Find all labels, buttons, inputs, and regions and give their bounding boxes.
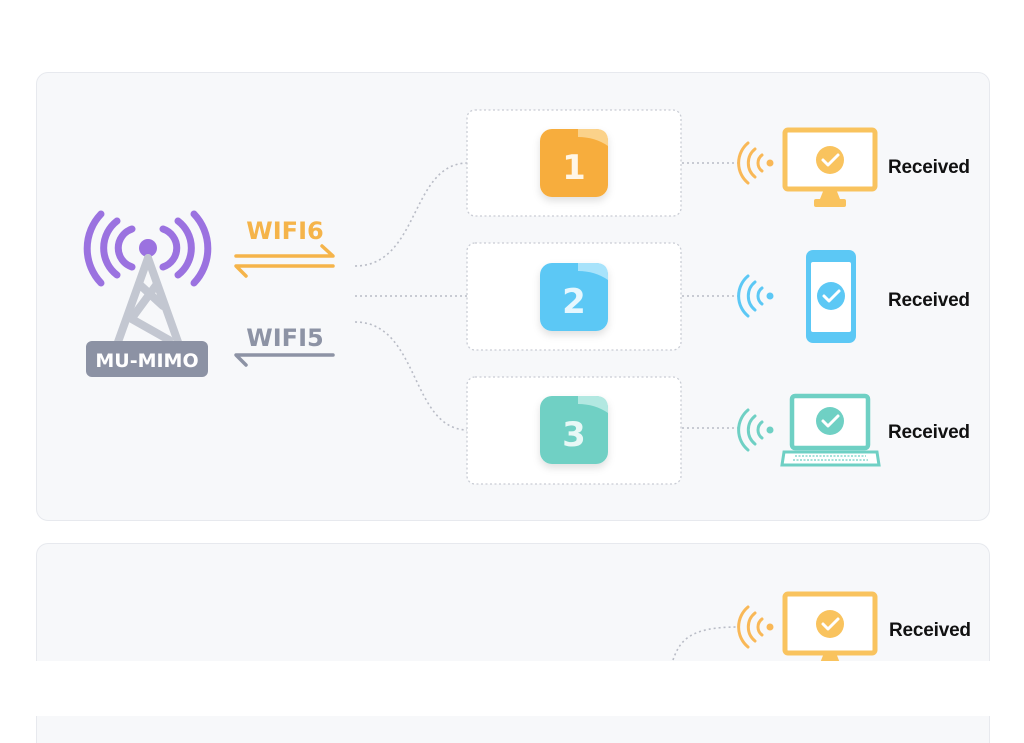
packet-2-number: 2 xyxy=(562,282,586,322)
monitor-icon-2 xyxy=(782,591,878,663)
wifi6-label: WIFI6 xyxy=(246,217,323,245)
wifi5-label: WIFI5 xyxy=(246,324,323,352)
packet-2-icon xyxy=(540,263,608,331)
second-panel-device-status: Received xyxy=(889,620,971,641)
signal-icon-teal xyxy=(737,408,774,452)
packet-3-icon xyxy=(540,396,608,464)
device-1-status: Received xyxy=(888,157,970,178)
diagram-canvas: MU-MIMO WIFI6 WIFI5 1 2 xyxy=(83,109,881,663)
monitor-icon xyxy=(782,127,878,207)
signal-icon-blue xyxy=(737,274,774,318)
device-connectors xyxy=(682,162,738,429)
tower-connectors xyxy=(354,162,469,431)
wifi6-bidirectional-arrow-icon xyxy=(234,244,335,278)
tower-label: MU-MIMO xyxy=(95,350,198,372)
device-3-status: Received xyxy=(888,422,970,443)
packet-1-icon xyxy=(540,129,608,197)
wifi5-arrow-icon xyxy=(234,353,335,367)
signal-icon-orange-2 xyxy=(737,605,774,649)
signal-icon-orange xyxy=(737,141,774,185)
packet-box-3 xyxy=(466,376,682,485)
packet-1-number: 1 xyxy=(562,148,586,188)
laptop-icon xyxy=(780,393,881,467)
second-panel-connector xyxy=(672,626,739,661)
device-2-status: Received xyxy=(888,290,970,311)
packet-3-number: 3 xyxy=(562,415,586,455)
packet-box-1 xyxy=(466,109,682,217)
page-bottom-margin xyxy=(0,661,1024,716)
packet-box-2 xyxy=(466,242,682,351)
phone-icon xyxy=(806,250,856,343)
antenna-tower-icon xyxy=(83,210,212,377)
